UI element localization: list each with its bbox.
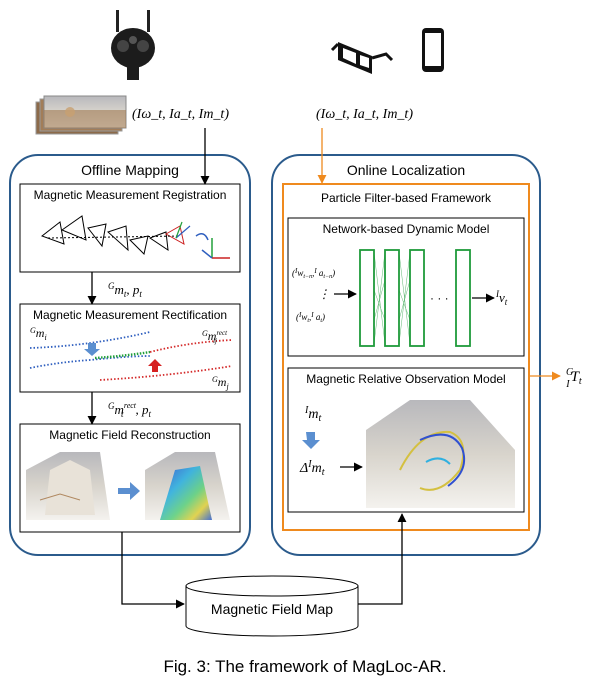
rectification-box xyxy=(19,303,241,393)
point-cloud-map-left xyxy=(26,452,110,520)
ar-glasses-icon xyxy=(330,42,394,74)
figure-caption: Fig. 3: The framework of MagLoc-AR. xyxy=(163,657,446,676)
down-arrow-icon xyxy=(84,343,100,356)
neural-network-layers xyxy=(359,249,471,347)
observation-model-box xyxy=(287,367,525,513)
network-connections xyxy=(373,251,411,345)
right-arrow-icon xyxy=(118,482,140,500)
up-arrow-icon xyxy=(148,359,162,372)
reconstruction-title: Magnetic Field Reconstruction xyxy=(49,428,210,442)
reconstruction-box xyxy=(19,423,241,533)
offline-mapping-panel xyxy=(9,154,251,556)
registration-title: Magnetic Measurement Registration xyxy=(34,188,227,202)
dynamic-model-box xyxy=(287,217,525,357)
input-ellipsis: ⋮ xyxy=(318,287,330,301)
obs-down-arrow-icon xyxy=(302,432,320,449)
obs-delta-label: ΔImt xyxy=(299,459,325,478)
left-measurement-label: (Iω_t, Ia_t, Im_t) xyxy=(132,107,229,122)
curve-blue-bottom xyxy=(29,355,151,369)
right-measurement-label: (Iω_t, Ia_t, Im_t) xyxy=(316,107,413,122)
online-localization-title: Online Localization xyxy=(347,162,465,178)
dynamic-model-title: Network-based Dynamic Model xyxy=(323,222,490,236)
online-localization-panel xyxy=(271,154,541,556)
arrow1-label: Gmt, pt xyxy=(108,281,142,299)
curve-red-top xyxy=(149,339,233,353)
coordinate-axes-icon xyxy=(175,221,230,259)
input-top-label: (Iwt−n,I at−n) xyxy=(292,267,335,280)
offline-mapping-title: Offline Mapping xyxy=(81,162,179,178)
registration-box xyxy=(19,183,241,273)
smartphone-icon xyxy=(422,28,444,72)
rectification-title: Magnetic Measurement Rectification xyxy=(33,308,227,322)
panorama-image-icon xyxy=(35,95,127,135)
input-bottom-label: (Iwt,I at) xyxy=(296,311,325,324)
curve-red-bottom xyxy=(99,365,233,381)
360-camera-icon xyxy=(111,10,155,80)
trajectory-frustums xyxy=(40,215,185,255)
output-v-label: Ivt xyxy=(495,289,508,307)
curve-top-label: Gmi xyxy=(30,326,47,342)
observation-model-title: Magnetic Relative Observation Model xyxy=(306,372,505,386)
particle-filter-framework xyxy=(282,183,530,531)
magnetic-field-map-storage xyxy=(185,575,359,637)
point-cloud-map-heat xyxy=(145,452,230,520)
curve-green xyxy=(94,350,151,360)
map-to-observation-arrow xyxy=(358,513,407,605)
obs-m-label: Imt xyxy=(304,405,321,424)
reconstruction-to-map-arrow xyxy=(121,532,185,609)
localization-pointcloud xyxy=(366,400,515,508)
layer-ellipsis: · · · xyxy=(430,291,449,305)
storage-label: Magnetic Field Map xyxy=(211,601,333,617)
framework-title: Particle Filter-based Framework xyxy=(321,191,492,205)
curve-bottom-label: Gmj xyxy=(212,375,229,391)
